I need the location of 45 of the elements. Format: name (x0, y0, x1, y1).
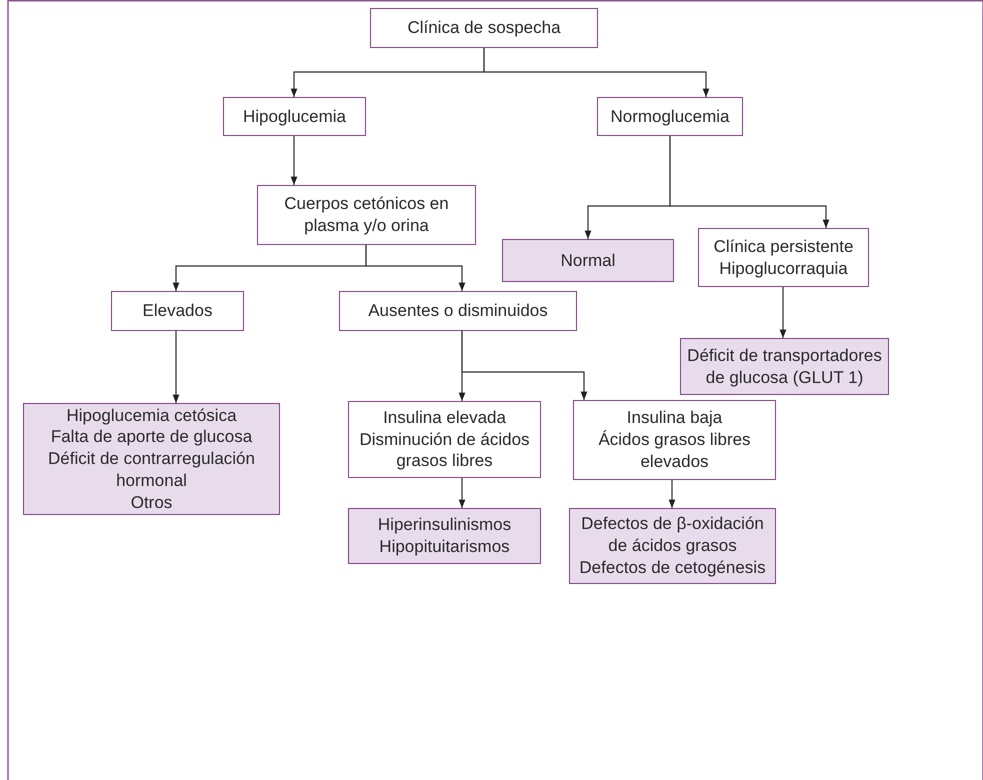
node-text: Hipoglucemia (243, 106, 346, 128)
node-text: Clínica persistente (714, 236, 854, 258)
node-text: Ácidos grasos libres elevados (597, 429, 752, 473)
node-text: Cuerpos cetónicos en plasma y/o orina (283, 193, 450, 237)
node-text: Hipoglucemia cetósica (66, 404, 237, 426)
node-text: Falta de aporte de glucosa (50, 426, 252, 448)
step-box (370, 8, 598, 48)
node-text: Disminución de ácidos grasos libres (358, 428, 531, 472)
node-text: Hiperinsulinismos (378, 514, 512, 536)
result-box (348, 508, 541, 564)
arrow (290, 136, 298, 185)
step-box (698, 228, 869, 287)
arrow (780, 287, 786, 338)
step-box (257, 185, 476, 245)
result-box (680, 338, 889, 395)
node-text: Normoglucemia (610, 106, 730, 128)
node-text: Defectos de β-oxidación de ácidos grasos (580, 513, 765, 557)
node-text: Déficit de transportadores de glucosa (GLUT 1) (687, 344, 882, 388)
node-text: Insulina baja (626, 407, 722, 430)
result-box (23, 403, 280, 515)
arrow (669, 136, 830, 228)
step-box (597, 97, 743, 136)
step-box (223, 97, 366, 136)
arrow (461, 331, 588, 400)
arrow (365, 245, 466, 291)
node-text: Insulina elevada (383, 406, 506, 429)
node-text: Elevados (142, 300, 212, 322)
result-box (502, 239, 674, 282)
node-text: Normal (560, 250, 616, 272)
node-text: Clínica de sospecha (407, 17, 561, 39)
node-text: Déficit de contrarregulación hormonal (47, 448, 256, 492)
arrow (458, 478, 466, 508)
arrow (483, 48, 710, 97)
step-box (339, 291, 577, 331)
step-box (111, 291, 244, 331)
node-text: Ausentes o disminuidos (368, 300, 548, 322)
step-box (573, 400, 776, 480)
step-box (348, 401, 541, 478)
node-text: Otros (130, 492, 172, 514)
node-text: Hipoglucorraquia (719, 258, 848, 280)
arrow (172, 331, 180, 403)
node-text: Hipopituitarismos (379, 536, 510, 558)
node-text: Defectos de cetogénesis (579, 556, 766, 579)
arrow (668, 480, 676, 508)
result-box (569, 508, 776, 584)
